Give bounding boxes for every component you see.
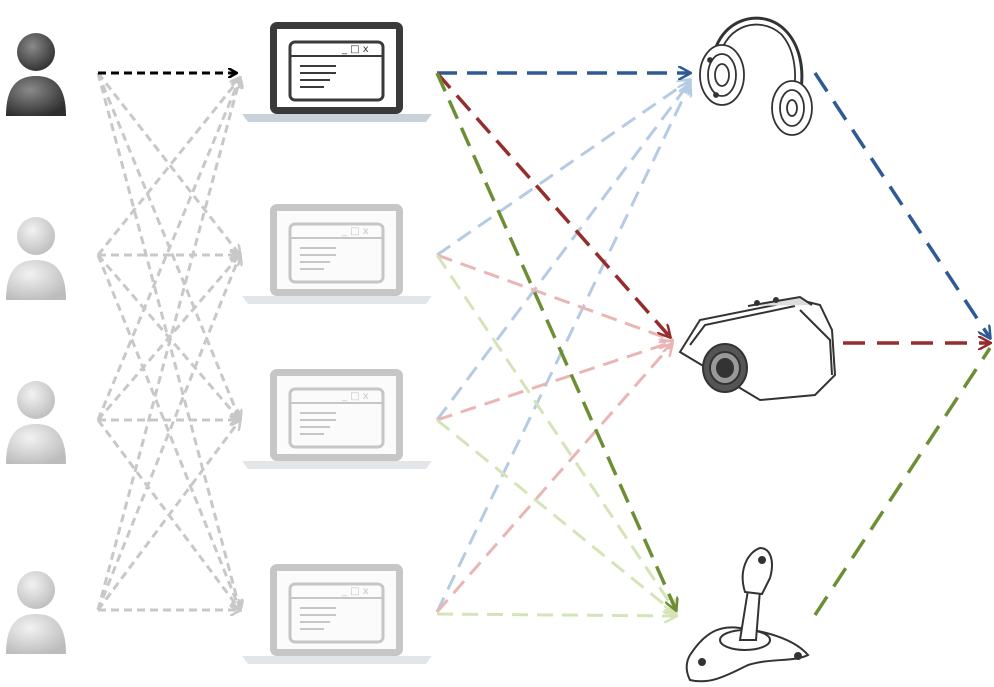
laptop-3: _ □ x: [242, 369, 432, 469]
user-1: [6, 33, 66, 116]
camera-icon: [678, 295, 837, 402]
device-output-connections: [813, 72, 990, 616]
headphones-icon: [699, 16, 813, 136]
window-controls: _ □ x: [341, 44, 369, 55]
user-2: [6, 217, 66, 300]
laptop-1: _ □ x: [242, 22, 432, 122]
window-controls: _ □ x: [341, 226, 369, 237]
user-laptop-connections: [96, 72, 240, 610]
window-controls: _ □ x: [341, 586, 369, 597]
user-4: [6, 571, 66, 654]
user-3: [6, 381, 66, 464]
laptop-2: _ □ x: [242, 204, 432, 304]
joystick-icon: [685, 546, 810, 683]
faded-device-connections: [435, 80, 690, 616]
active-device-connections: [435, 73, 690, 610]
window-controls: _ □ x: [341, 391, 369, 402]
laptop-4: _ □ x: [242, 564, 432, 664]
